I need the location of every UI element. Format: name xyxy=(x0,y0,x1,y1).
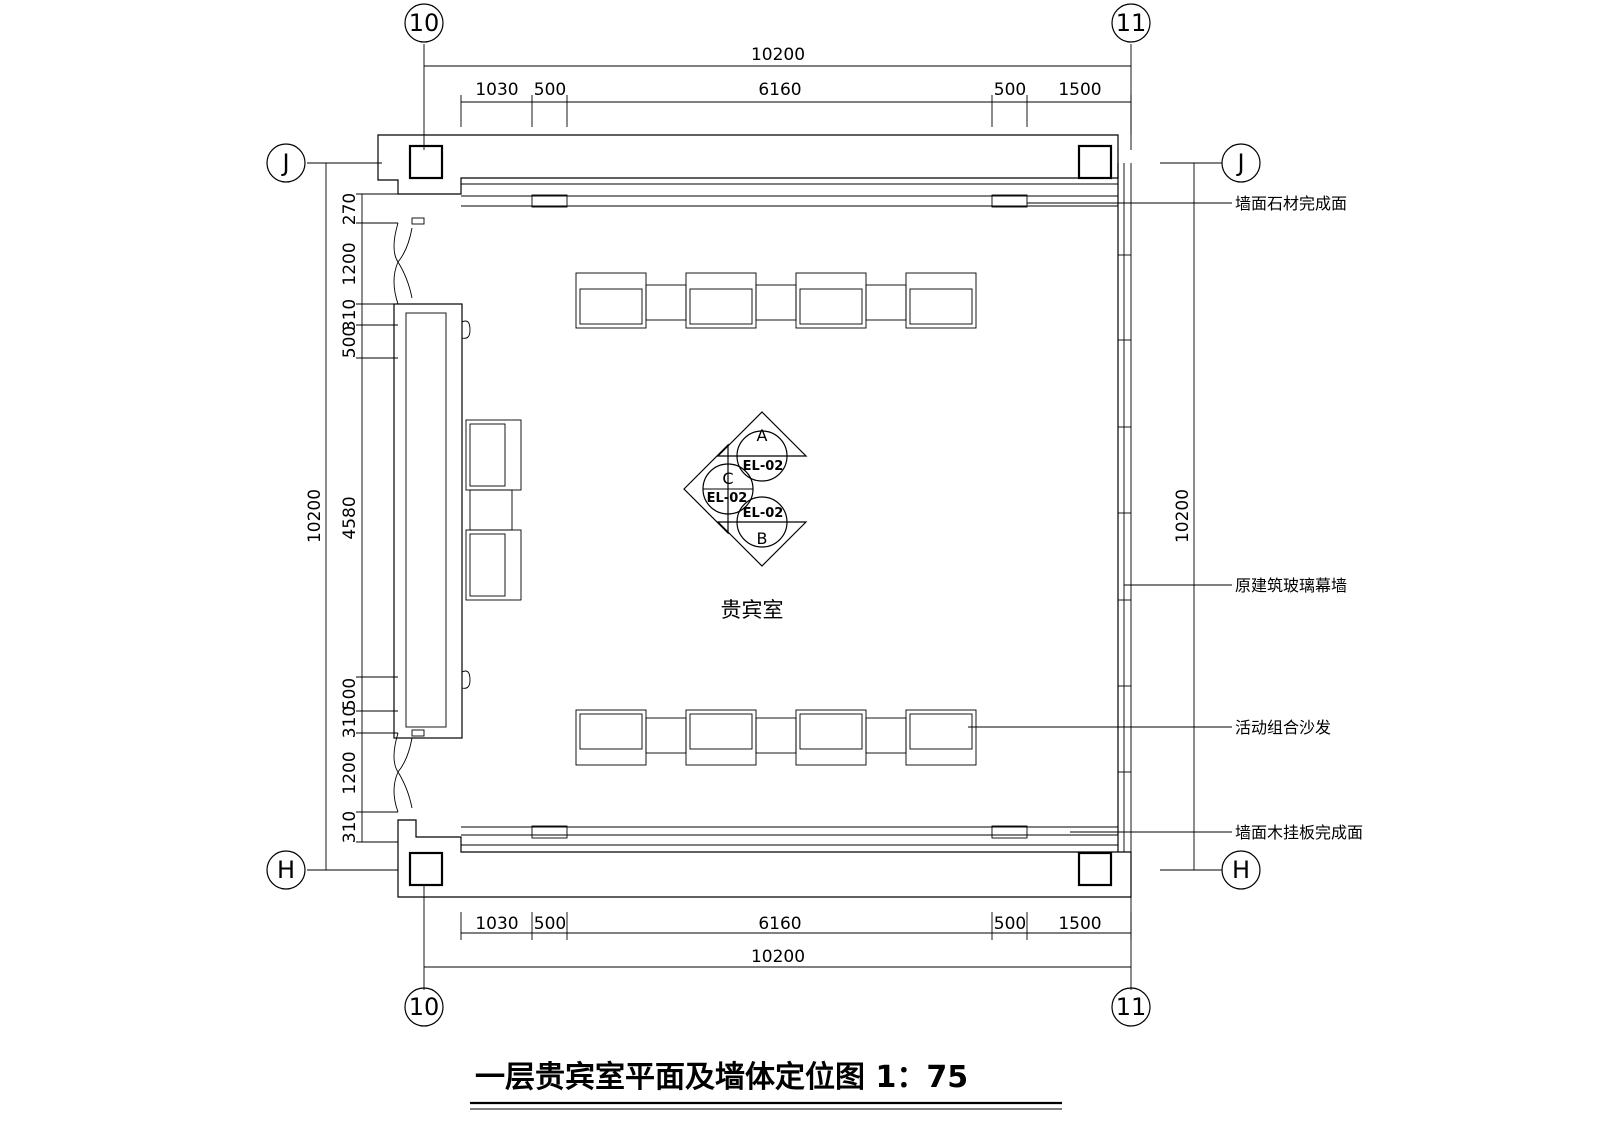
armchair xyxy=(795,709,867,766)
axis-grid: 10 11 10 11 J J H H xyxy=(266,3,1261,1027)
right-dimensions: 10200 xyxy=(1173,163,1195,870)
dim-top-500a: 500 xyxy=(534,80,566,100)
dim-left-500b: 500 xyxy=(340,678,360,710)
column xyxy=(408,851,444,887)
elevation-letter-a: A xyxy=(757,426,768,445)
dim-left-310c: 310 xyxy=(340,811,360,843)
dim-left-310b: 310 xyxy=(340,706,360,738)
side-table xyxy=(469,489,513,531)
column xyxy=(1077,144,1113,180)
axis-bubble-10-top: 10 xyxy=(404,3,444,43)
dim-right-total: 10200 xyxy=(1173,489,1193,543)
side-table xyxy=(755,284,797,321)
top-dimensions: 10200 1030 500 6160 500 1500 xyxy=(424,45,1132,135)
armchair xyxy=(575,272,647,329)
room-name: 贵宾室 xyxy=(721,598,784,622)
sofa-row-top xyxy=(575,272,977,329)
elevation-letter-b: B xyxy=(757,529,768,548)
dim-left-270: 270 xyxy=(340,193,360,225)
left-dimensions: 10200 270 1200 310 500 4580 500 310 1200… xyxy=(305,163,398,870)
dim-left-1200b: 1200 xyxy=(340,751,360,794)
note-glass-curtain-wall: 原建筑玻璃幕墙 xyxy=(1235,576,1347,595)
elevation-ref-c: EL-02 xyxy=(707,491,748,506)
elevation-index-symbol: A EL-02 EL-02 B C EL-02 xyxy=(683,411,808,567)
axis-label: 11 xyxy=(1116,993,1147,1021)
dim-top-6160: 6160 xyxy=(758,80,801,100)
axis-bubble-J-left: J xyxy=(266,143,306,183)
axis-bubble-11-bottom: 11 xyxy=(1111,987,1151,1027)
dim-bottom-1030: 1030 xyxy=(475,914,518,934)
armchair xyxy=(905,709,977,766)
armchair xyxy=(685,272,757,329)
elevation-ref-a: EL-02 xyxy=(743,459,784,474)
dim-bottom-500a: 500 xyxy=(534,914,566,934)
axis-bubble-H-right: H xyxy=(1221,850,1261,890)
column xyxy=(408,144,444,180)
axis-label: H xyxy=(277,856,295,884)
note-stone-wall: 墙面石材完成面 xyxy=(1235,194,1347,213)
side-table xyxy=(865,284,907,321)
elevation-letter-c: C xyxy=(722,469,733,488)
dim-bottom-500b: 500 xyxy=(994,914,1026,934)
side-table xyxy=(645,284,687,321)
dim-left-310a: 310 xyxy=(340,299,360,331)
armchair xyxy=(575,709,647,766)
dim-top-1030: 1030 xyxy=(475,80,518,100)
dim-top-total: 10200 xyxy=(751,45,805,65)
bottom-dimensions: 10200 1030 500 6160 500 1500 xyxy=(424,912,1132,968)
annotations: 墙面石材完成面 原建筑玻璃幕墙 活动组合沙发 墙面木挂板完成面 xyxy=(968,194,1363,842)
dim-top-1500: 1500 xyxy=(1058,80,1101,100)
sofa-row-bottom xyxy=(575,709,977,766)
axis-label: J xyxy=(280,149,289,177)
axis-label: H xyxy=(1232,856,1250,884)
elevation-ref-b: EL-02 xyxy=(743,506,784,521)
dim-left-total: 10200 xyxy=(305,489,325,543)
side-table xyxy=(865,717,907,754)
axis-label: 11 xyxy=(1116,9,1147,37)
armchair xyxy=(465,529,522,601)
axis-label: J xyxy=(1235,149,1244,177)
dim-left-1200a: 1200 xyxy=(340,242,360,285)
armchair xyxy=(905,272,977,329)
walls xyxy=(377,134,1132,898)
drawing-title-block: 一层贵宾室平面及墙体定位图 1：75 xyxy=(470,1060,1062,1110)
dim-bottom-1500: 1500 xyxy=(1058,914,1101,934)
drawing-title: 一层贵宾室平面及墙体定位图 1：75 xyxy=(475,1060,968,1095)
side-table xyxy=(755,717,797,754)
dim-left-500a: 500 xyxy=(340,326,360,358)
dim-bottom-total: 10200 xyxy=(751,947,805,967)
dim-left-4580: 4580 xyxy=(340,496,360,539)
axis-bubble-J-right: J xyxy=(1221,143,1261,183)
column xyxy=(1077,851,1113,887)
note-wood-panel-wall: 墙面木挂板完成面 xyxy=(1235,823,1363,842)
armchair xyxy=(465,419,522,491)
axis-bubble-11-top: 11 xyxy=(1111,3,1151,43)
axis-bubble-H-left: H xyxy=(266,850,306,890)
axis-label: 10 xyxy=(409,9,440,37)
note-sofa: 活动组合沙发 xyxy=(1235,718,1331,737)
doors xyxy=(393,217,425,813)
axis-label: 10 xyxy=(409,993,440,1021)
dim-bottom-6160: 6160 xyxy=(758,914,801,934)
axis-bubble-10-bottom: 10 xyxy=(404,987,444,1027)
armchair xyxy=(685,709,757,766)
dim-top-500b: 500 xyxy=(994,80,1026,100)
armchair xyxy=(795,272,867,329)
side-table xyxy=(645,717,687,754)
sofa-group-left xyxy=(461,320,522,689)
